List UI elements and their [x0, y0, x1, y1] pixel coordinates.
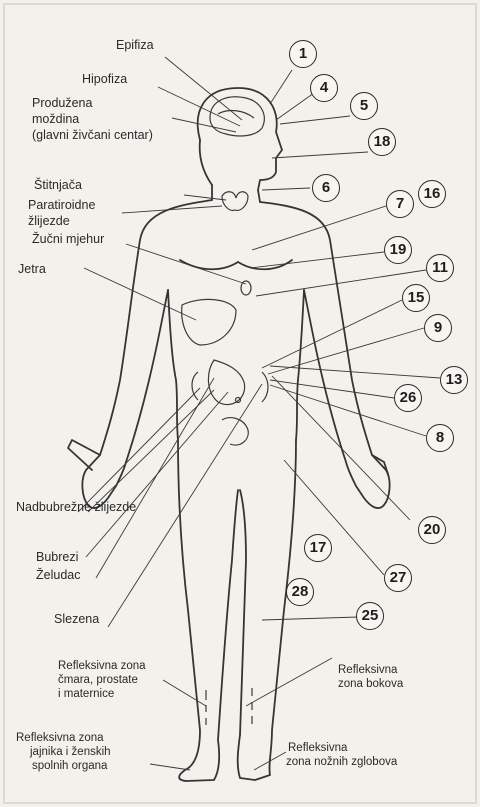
marker-27: 27: [384, 564, 412, 592]
label-produzena-line3: (glavni živčani centar): [32, 128, 153, 142]
marker-6: 6: [312, 174, 340, 202]
marker-15: 15: [402, 284, 430, 312]
label-slezena: Slezena: [54, 612, 99, 626]
label-hipofiza: Hipofiza: [82, 72, 127, 86]
label-produzena-line2: moždina: [32, 112, 79, 126]
label-jajnika-line2: jajnika i ženskih: [30, 746, 111, 759]
marker-13: 13: [440, 366, 468, 394]
label-jetra: Jetra: [18, 262, 46, 276]
label-bokova-line2: zona bokova: [338, 678, 403, 691]
marker-8: 8: [426, 424, 454, 452]
marker-25: 25: [356, 602, 384, 630]
label-zucni-mjehur: Žučni mjehur: [32, 232, 104, 246]
marker-7: 7: [386, 190, 414, 218]
label-stitnjaca: Štitnjača: [34, 178, 82, 192]
marker-26: 26: [394, 384, 422, 412]
label-cmara-line1: Refleksivna zona: [58, 660, 146, 673]
marker-19: 19: [384, 236, 412, 264]
marker-11: 11: [426, 254, 454, 282]
marker-4: 4: [310, 74, 338, 102]
marker-18: 18: [368, 128, 396, 156]
label-produzena-line1: Produžena: [32, 96, 92, 110]
label-cmara-line3: i maternice: [58, 688, 114, 701]
label-paratiroidne-line2: žlijezde: [28, 214, 70, 228]
label-bubrezi: Bubrezi: [36, 550, 78, 564]
marker-20: 20: [418, 516, 446, 544]
marker-5: 5: [350, 92, 378, 120]
marker-1: 1: [289, 40, 317, 68]
label-nadbubrezne: Nadbubrežne žlijezde: [16, 500, 136, 514]
marker-28: 28: [286, 578, 314, 606]
label-jajnika-line1: Refleksivna zona: [16, 732, 104, 745]
marker-16: 16: [418, 180, 446, 208]
label-jajnika-line3: spolnih organa: [32, 760, 107, 773]
marker-17: 17: [304, 534, 332, 562]
label-cmara-line2: čmara, prostate: [58, 674, 138, 687]
label-bokova-line1: Refleksivna: [338, 664, 397, 677]
label-zglobova-line1: Refleksivna: [288, 742, 347, 755]
label-zglobova-line2: zona nožnih zglobova: [286, 756, 397, 769]
marker-9: 9: [424, 314, 452, 342]
label-paratiroidne-line1: Paratiroidne: [28, 198, 95, 212]
label-zeludac: Želudac: [36, 568, 80, 582]
label-epifiza: Epifiza: [116, 38, 154, 52]
